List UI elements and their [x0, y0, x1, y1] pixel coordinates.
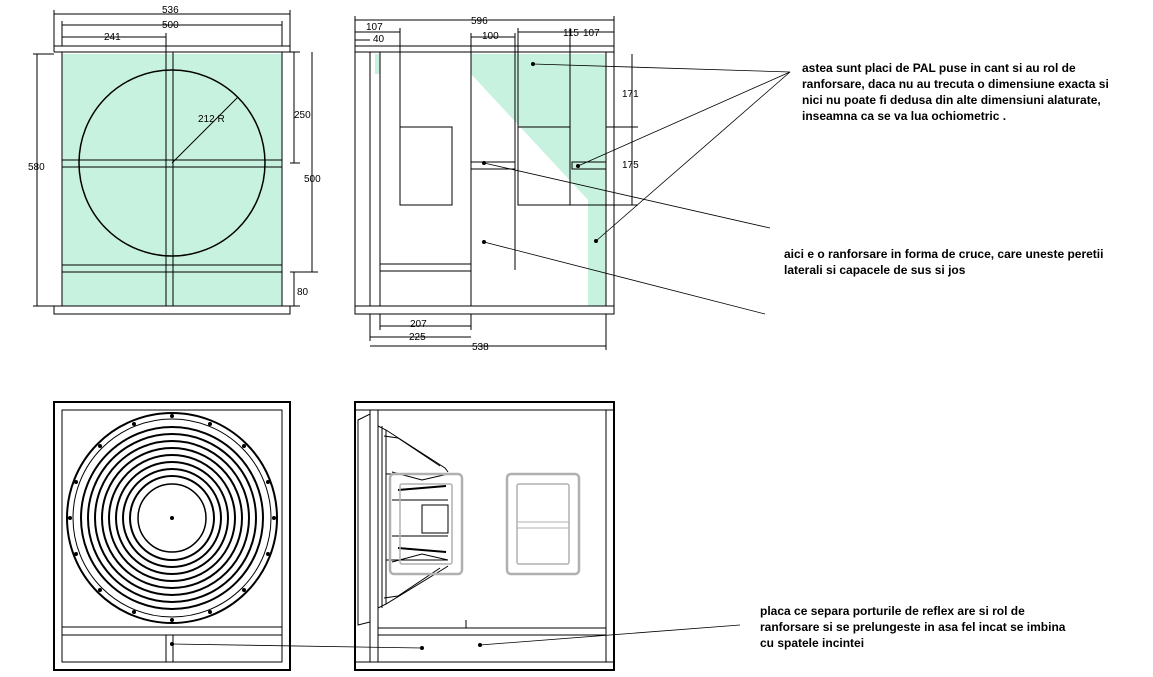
- leader-lines-top: [483, 63, 791, 315]
- dim-596: 596: [471, 16, 488, 27]
- side-section-speaker: [354, 401, 615, 671]
- dim-40: 40: [373, 34, 385, 45]
- leader-dots-top: [482, 62, 598, 244]
- dim-500-top: 500: [162, 20, 179, 31]
- side-view: [354, 16, 638, 350]
- dim-538: 538: [472, 342, 489, 353]
- dim-536: 536: [162, 5, 179, 16]
- dim-500-side: 500: [304, 174, 321, 185]
- woofer-profile: [377, 425, 449, 609]
- woofer-cutout: [78, 69, 266, 257]
- port-frames: [388, 472, 581, 576]
- leader-dots-bottom: [170, 642, 482, 650]
- note-reflex-divider: placa ce separa porturile de reflex are …: [760, 604, 1066, 650]
- dim-107-left: 107: [366, 22, 383, 33]
- side-fill-right: [588, 54, 606, 306]
- dim-107-right: 107: [583, 28, 600, 39]
- dim-241: 241: [104, 32, 121, 43]
- front-fill: [62, 54, 282, 306]
- dim-171: 171: [622, 89, 639, 100]
- leader-lines-bottom: [171, 624, 741, 649]
- front-view-speaker: [53, 401, 291, 671]
- dim-580: 580: [28, 162, 45, 173]
- front-view: [33, 10, 318, 315]
- dim-115: 115: [563, 28, 579, 39]
- woofer-screws: [68, 414, 276, 622]
- woofer: [66, 412, 278, 624]
- side-fill-white: [380, 54, 471, 74]
- dim-175: 175: [622, 160, 639, 171]
- dim-radius: 212 R: [198, 114, 225, 125]
- dim-100: 100: [482, 31, 499, 42]
- dim-207: 207: [410, 319, 427, 330]
- dim-80: 80: [297, 287, 309, 298]
- note-pal-reinforcement: astea sunt placi de PAL puse in cant si …: [802, 61, 1109, 123]
- dim-225: 225: [409, 332, 426, 343]
- dim-250: 250: [294, 110, 311, 121]
- note-cross-reinforcement: aici e o ranforsare in forma de cruce, c…: [784, 247, 1104, 277]
